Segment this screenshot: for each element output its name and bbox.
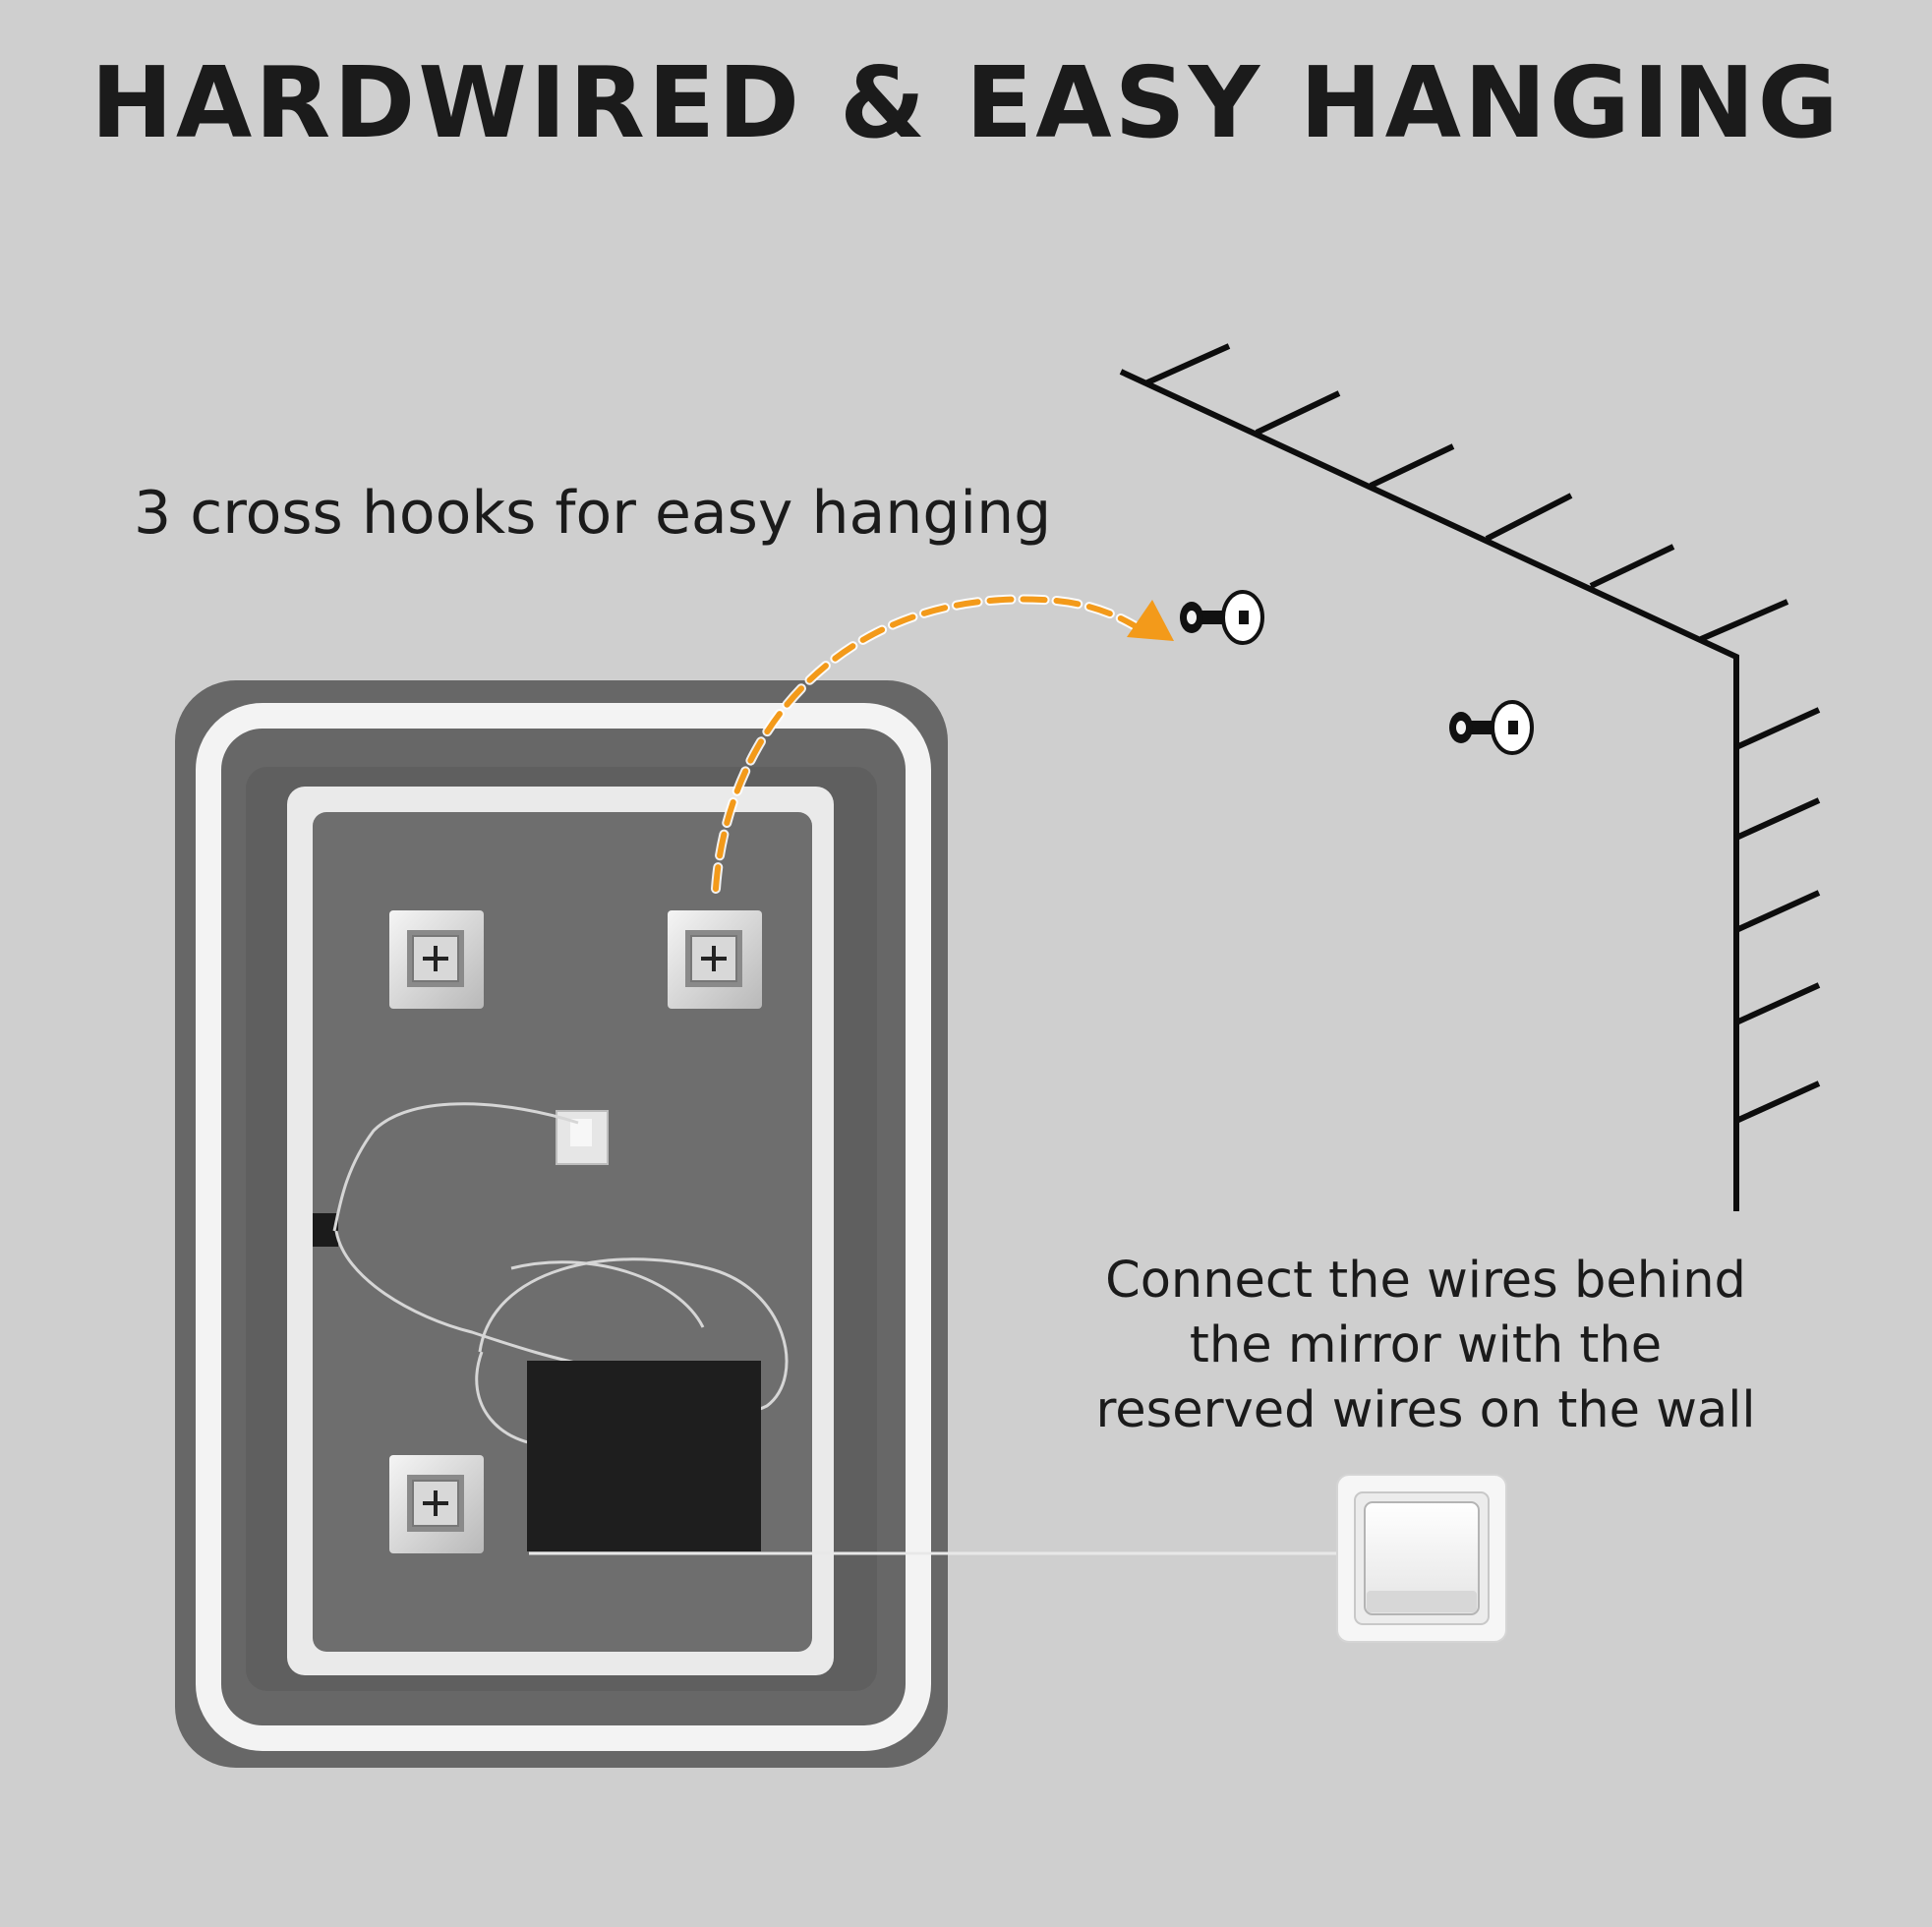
driver-box <box>527 1361 761 1551</box>
light-switch-icon <box>1336 1474 1507 1643</box>
led-light-strip <box>196 703 931 1751</box>
hooks-callout: 3 cross hooks for easy hanging <box>134 479 1052 548</box>
hatched-wall-icon <box>1119 343 1821 1211</box>
wires-callout-line: the mirror with the <box>1189 1316 1663 1374</box>
page-title: HARDWIRED & EASY HANGING <box>90 45 1842 160</box>
cross-hook-icon <box>389 1455 484 1553</box>
wires-callout-line: Connect the wires behind <box>1105 1252 1746 1310</box>
mirror-back-view <box>175 680 948 1768</box>
wires-callout-line: reserved wires on the wall <box>1095 1381 1756 1439</box>
dashed-arc-arrow-icon <box>711 594 1174 894</box>
screw-anchor-icon <box>1449 700 1534 755</box>
wires-callout: Connect the wires behind the mirror with… <box>1062 1249 1789 1443</box>
screw-anchor-icon <box>1180 590 1264 645</box>
cross-hook-icon <box>668 910 762 1009</box>
mirror-wires <box>332 1102 789 1447</box>
cross-hook-icon <box>389 910 484 1009</box>
